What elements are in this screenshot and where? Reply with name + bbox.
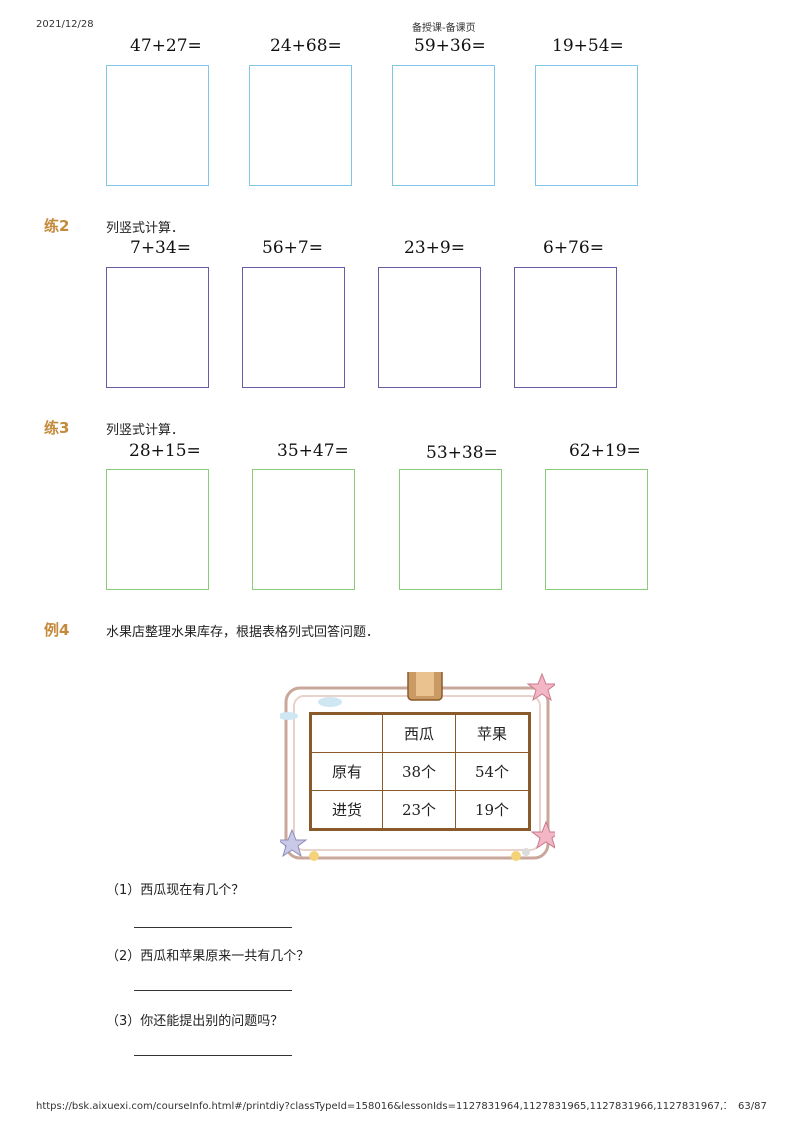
expr-3-3: 53+38= [426,443,498,463]
expr-1-4: 19+54= [552,36,624,56]
answer-box [392,65,495,186]
instruction: 列竖式计算． [106,423,185,438]
table-cell [310,713,383,753]
table-row-label: 进货 [310,790,383,830]
answer-box [106,469,209,590]
instruction: 列竖式计算． [106,221,185,236]
question-3: （3）你还能提出别的问题吗？ [106,1014,284,1029]
table-row: 西瓜 苹果 [310,713,530,753]
answer-box [242,267,345,388]
table-header-cell: 西瓜 [382,713,456,753]
expr-1-1: 47+27= [130,36,202,56]
print-title: 备授课-备课页 [412,23,476,34]
table-header-cell: 苹果 [455,713,530,753]
answer-line [134,990,292,991]
answer-box [514,267,617,388]
table-cell: 54个 [455,752,530,791]
example-tag: 例4 [44,621,70,639]
expr-2-3: 23+9= [404,238,465,258]
answer-box [378,267,481,388]
answer-line [134,927,292,928]
question-1: （1）西瓜现在有几个？ [106,883,245,898]
expr-3-1: 28+15= [129,441,201,461]
expr-1-2: 24+68= [270,36,342,56]
expr-2-1: 7+34= [130,238,191,258]
answer-line [134,1055,292,1056]
exercise-tag: 练3 [44,419,70,437]
question-2: （2）西瓜和苹果原来一共有几个？ [106,949,310,964]
expr-3-2: 35+47= [277,441,349,461]
answer-box [106,65,209,186]
table-cell: 38个 [382,752,456,791]
decorative-frame-illustration [280,672,555,861]
table-cell: 19个 [455,790,530,830]
answer-box [252,469,355,590]
table-row-label: 原有 [310,752,383,791]
answer-box [535,65,638,186]
print-date: 2021/12/28 [36,19,94,30]
page-number: 63/87 [738,1101,767,1112]
expr-1-3: 59+36= [414,36,486,56]
expr-2-2: 56+7= [262,238,323,258]
table-cell: 23个 [382,790,456,830]
answer-box [399,469,502,590]
answer-box [106,267,209,388]
table-row: 进货 23个 19个 [310,790,530,830]
table-row: 原有 38个 54个 [310,752,530,791]
answer-box [249,65,352,186]
answer-box [545,469,648,590]
print-url: https://bsk.aixuexi.com/courseInfo.html#… [36,1101,726,1112]
instruction: 水果店整理水果库存，根据表格列式回答问题． [106,625,380,640]
exercise-tag: 练2 [44,217,70,235]
expr-2-4: 6+76= [543,238,604,258]
fruit-inventory-table: 西瓜 苹果 原有 38个 54个 进货 23个 19个 [309,712,531,831]
expr-3-4: 62+19= [569,441,641,461]
